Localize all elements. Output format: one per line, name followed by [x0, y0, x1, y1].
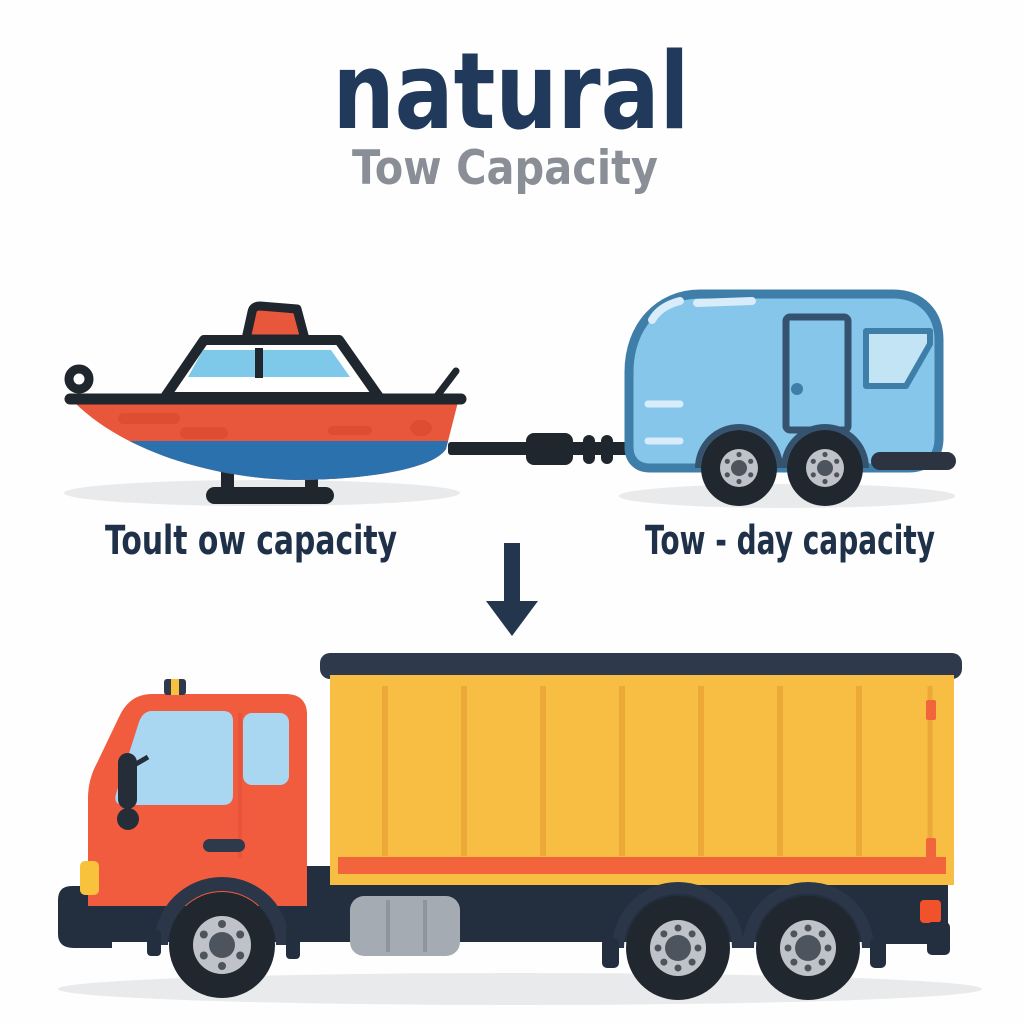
down-arrow-icon [486, 543, 538, 636]
trailer-wheel [787, 430, 863, 506]
side-mirror-icon [117, 753, 150, 830]
truck-front-wheel [169, 892, 275, 998]
ground-shadow [58, 973, 982, 1005]
cargo-box [320, 653, 962, 885]
hull-streaks [118, 413, 432, 439]
trailer-label: Tow - day capacity [645, 518, 935, 564]
trailer-highlights [644, 297, 756, 445]
door-hinge-icon [926, 700, 936, 720]
page-title: natural [333, 30, 690, 153]
cargo-top-rail [320, 653, 962, 679]
hitch-bar [448, 433, 630, 465]
antenna-icon [433, 367, 460, 400]
trailer-bumper [871, 452, 956, 470]
trailer-fender [695, 424, 869, 468]
trailer-shadow [619, 484, 955, 508]
side-window [243, 713, 289, 785]
trailer-illustration [619, 289, 956, 508]
wheel-arches [154, 877, 874, 948]
boat-cabin-top [241, 301, 310, 344]
door-knob-icon [791, 383, 803, 395]
boat-label: Toult ow capacity [105, 518, 397, 564]
fuel-tank [350, 896, 460, 956]
header: natural Tow Capacity [333, 30, 690, 196]
mudflaps [147, 925, 886, 968]
truck-rear-wheel [626, 896, 730, 1000]
page-subtitle: Tow Capacity [352, 141, 658, 196]
windshield [115, 711, 233, 805]
truck-rear-wheel [756, 896, 860, 1000]
boat-window [188, 350, 350, 377]
boat-illustration [64, 301, 467, 506]
cargo-stripe [338, 857, 946, 874]
door-hinge-icon [926, 838, 936, 858]
cargo-panel-lines [382, 686, 933, 856]
taillight [920, 900, 941, 923]
box-truck-illustration [58, 653, 982, 1005]
trailer-wheel [701, 430, 777, 506]
bow-hook-icon [64, 364, 94, 394]
rear-frame [872, 900, 950, 955]
roof-beacon-icon [164, 679, 186, 695]
headlight [80, 861, 99, 895]
door-handle [203, 839, 245, 852]
truck-cab [80, 679, 307, 906]
trailer-window [863, 328, 933, 389]
